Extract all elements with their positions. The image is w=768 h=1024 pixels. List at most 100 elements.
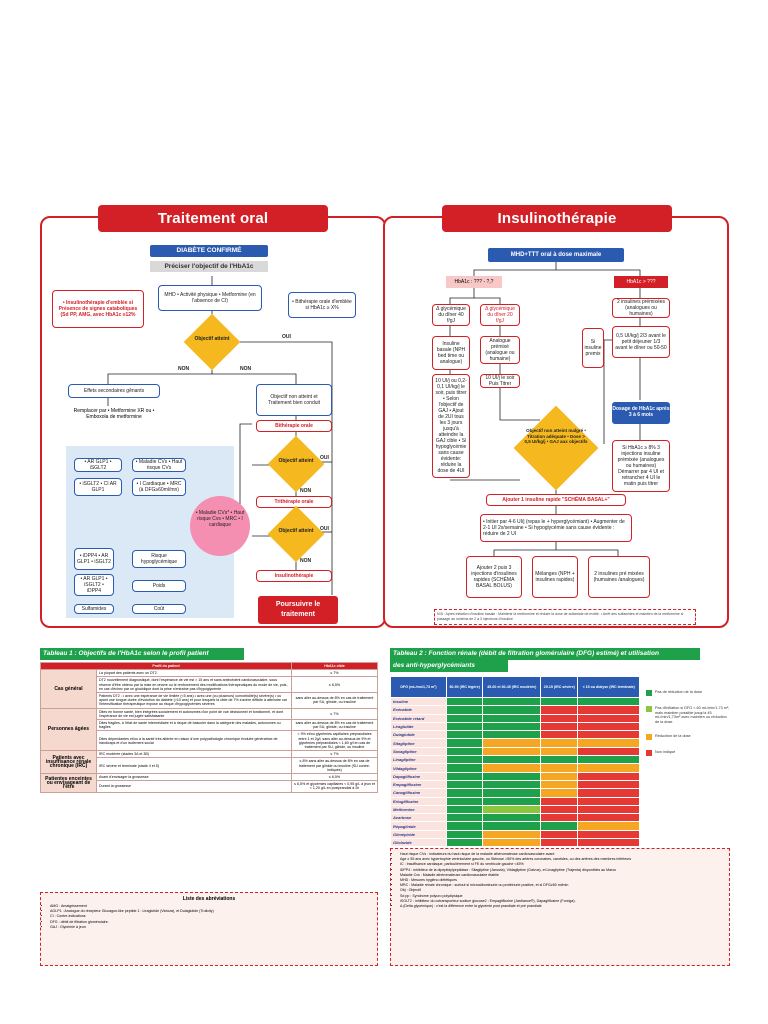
legend-label: Pas de réduction de la dose	[655, 690, 703, 694]
table2-header-cell: 60-90 (IRC légère)	[445, 676, 484, 698]
hba1c-high-label: HbA1c > ???	[614, 276, 668, 288]
table-row: Gliclazide	[390, 838, 640, 848]
renal-status-cell	[482, 771, 542, 781]
definitions-list: Haut risque CVs : indicateurs du haut ri…	[391, 852, 729, 909]
renal-status-cell	[577, 796, 640, 806]
definitions-box: Haut risque CVs : indicateurs du haut ri…	[390, 848, 730, 966]
bitherapy-first-box: • Bithérapie orale d'emblée si HbA1c ≥ X…	[288, 292, 356, 318]
basal-delta-box: Δ glycémique du dîner 40 f/gJ	[432, 304, 470, 326]
renal-status-cell	[577, 771, 640, 781]
list-item: Age ≥ 55 ans avec hypertrophie ventricul…	[400, 857, 729, 862]
abbreviations-box: Liste des abréviations AMG : Amaigrissem…	[40, 892, 378, 966]
renal-status-cell	[577, 804, 640, 815]
legend-swatch	[646, 750, 652, 757]
list-item: Haut risque CVs : indicateurs du haut ri…	[400, 852, 729, 857]
table-row: Acarbose	[390, 813, 640, 823]
option-glp1-sglt2: • AR GLP1 • iSGLT2	[74, 458, 122, 472]
drug-name: Glimépiride	[390, 829, 447, 840]
table-row: Dites fragiles, à l'état de santé interm…	[41, 719, 378, 732]
list-item: Δ (Delta glycémique) : c'est la différen…	[400, 904, 729, 909]
table-row: Glimépiride	[390, 829, 640, 840]
insulin-footnote: N.B : Après initiation d'insuline basale…	[434, 609, 696, 625]
no-label-3: NON	[300, 488, 312, 494]
condition-cost: Coût	[132, 604, 186, 614]
renal-status-cell	[540, 721, 579, 732]
no-label-4: NON	[300, 558, 312, 564]
table-row: Linagliptine	[390, 755, 640, 765]
renal-status-cell	[445, 730, 484, 740]
renal-status-cell	[445, 763, 484, 773]
renal-status-cell	[482, 721, 542, 732]
renal-status-cell	[482, 755, 542, 765]
renal-status-cell	[445, 796, 484, 806]
replace-metformin-text: Remplacer par • Metformine XR ou • Embox…	[73, 408, 155, 420]
table-row: Dulaglutide	[390, 730, 640, 740]
renal-status-cell	[445, 804, 484, 815]
table2-title-line1: Tableau 2 : Fonction rénale (débit de fi…	[390, 648, 700, 660]
renal-status-cell	[445, 779, 484, 790]
renal-status-cell	[577, 838, 640, 848]
option-glp1-sglt2-dpp4: • AR GLP1 • iSGLT2 • iDPP4	[74, 574, 114, 596]
drug-name: Ertugliflozine	[390, 796, 447, 806]
table-row: DT2 nouvellement diagnostiqué, dont l'es…	[41, 676, 378, 694]
renal-status-cell	[445, 813, 484, 823]
table2-header-cell: 29-15 (IRC sévère)	[540, 676, 579, 698]
renal-status-cell	[540, 755, 579, 765]
renal-status-cell	[540, 829, 579, 840]
renal-status-cell	[577, 813, 640, 823]
renal-status-cell	[577, 746, 640, 757]
yes-label-4: OUI	[320, 526, 329, 532]
condition-cv: • Maladie CVs • Haut risque CVs	[132, 458, 186, 472]
legend-swatch	[646, 734, 652, 741]
yes-label-1: OUI	[282, 334, 291, 340]
drug-name: Vildagliptine	[390, 763, 447, 773]
renal-status-cell	[540, 788, 579, 798]
cv-risk-circle: • Maladie CVs* • Haut risque Cvs • MRC •…	[190, 496, 250, 556]
insulin-first-box: • Insulinothérapie d'emblée si Présence …	[52, 290, 144, 328]
renal-function-table: DFG (mL/mn/1,73 m²)60-90 (IRC légère)45-…	[390, 676, 640, 848]
drug-name: Saxagliptine	[390, 746, 447, 757]
oral-treatment-title: Traitement oral	[98, 205, 328, 232]
hba1c-objectives-table: Profil du patient HbA1c cible Cas généra…	[40, 661, 378, 793]
objective-not-reached-label: Objectif non atteint malgré • Titration …	[524, 428, 588, 444]
continue-treatment-box: Poursuivre le traitement	[258, 596, 338, 624]
renal-status-cell	[540, 763, 579, 773]
renal-status-cell	[445, 838, 484, 848]
renal-status-cell	[577, 721, 640, 732]
table2-header-cell: 45-60 et 30-45 (IRC modérée)	[482, 676, 542, 698]
renal-status-cell	[445, 696, 484, 707]
renal-status-cell	[445, 829, 484, 840]
list-item: Sd pp : Syndrome polyuro polydipsique	[400, 894, 729, 899]
legend-swatch	[646, 690, 652, 696]
insulinotherapy-box: Insulinothérapie	[256, 570, 332, 582]
drug-name: Acarbose	[390, 813, 447, 823]
drug-name: Dulaglutide	[390, 730, 447, 740]
table1-header-target: HbA1c cible	[291, 661, 378, 671]
renal-status-cell	[445, 721, 484, 732]
renal-status-cell	[482, 730, 542, 740]
renal-status-cell	[445, 771, 484, 781]
hba1c-objective-label: Préciser l'objectif de l'HbA1c	[150, 261, 268, 272]
renal-status-cell	[577, 730, 640, 740]
renal-status-cell	[577, 779, 640, 790]
three-injections-box: Si HbA1c ≥ 8% 3 injections insuline prém…	[612, 440, 670, 492]
renal-status-cell	[482, 813, 542, 823]
legend-item: Pas d'initiation si DFG < 60 mL/min/1,73…	[646, 706, 730, 724]
renal-status-cell	[540, 705, 579, 715]
renal-status-cell	[482, 763, 542, 773]
mhd-metformin-box: MHD • Activité physique • Metformine (en…	[158, 285, 262, 311]
dose-split-box: 0,5 UI/kg/j 2/3 avant le petit déjeuner …	[612, 326, 670, 358]
renal-status-cell	[445, 788, 484, 798]
list-item: DFG : débit de filtration glomérulaire.	[50, 920, 377, 925]
renal-status-cell	[445, 821, 484, 831]
table-row: Durant la grossesse≤ 6,5% et glycémies c…	[41, 780, 378, 793]
table2-header-row: DFG (mL/mn/1,73 m²)60-90 (IRC légère)45-…	[390, 676, 640, 698]
legend-label: Non indiqué	[655, 750, 676, 755]
legend-item: Réduction de la dose	[646, 734, 730, 741]
premix-delta-box: Δ glycémique du dîner 20 f/gJ	[480, 304, 520, 326]
drug-name: Canagliflozine	[390, 788, 447, 798]
side-effects-box: Effets secondaires gênants	[68, 384, 160, 398]
